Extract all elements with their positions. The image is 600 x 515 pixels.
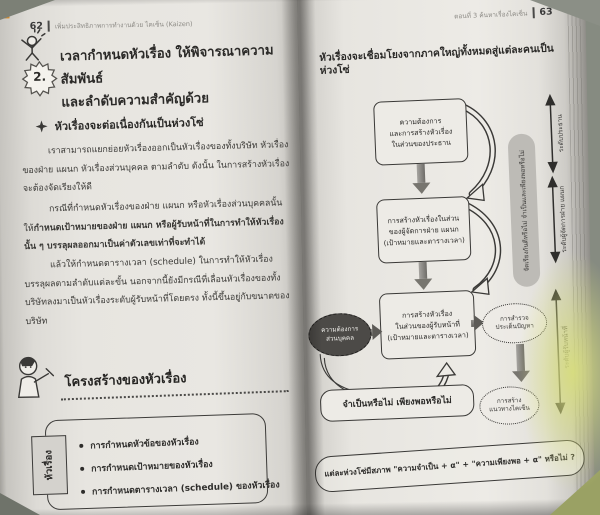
arrow-down-icon bbox=[412, 163, 431, 195]
paragraph-3: แล้วให้กำหนดตารางเวลา (schedule) ในการทำ… bbox=[24, 254, 290, 327]
left-running-header: 62 เพิ่มประสิทธิภาพการทำงานด้วย ไคเซ็น (… bbox=[30, 18, 193, 32]
section-heading-line1: เวลากำหนดหัวเรื่อง ให้พิจารณาความสัมพันธ… bbox=[59, 43, 274, 88]
ellipse-survey-text: การสำรวจ ประเด็นปัญหา bbox=[495, 314, 535, 332]
section-number: 2. bbox=[33, 69, 47, 84]
box-manager-text: การสร้างหัวเรื่องในส่วน ของผู้จัดการฝ่าย… bbox=[383, 212, 465, 247]
sparkle-icon bbox=[35, 120, 48, 133]
diagram-caption-text: แต่ละห่วงโซ่มีสภาพ "ความจำเป็น + α" + "ค… bbox=[324, 452, 576, 479]
box-president-text: ความต้องการ และการสร้างหัวเรื่อง ในส่วนข… bbox=[389, 115, 453, 149]
paragraph-1: เราสามารถแยกย่อยหัวเรื่องออกเป็นหัวเรื่อ… bbox=[22, 139, 290, 194]
pill-note-text: จัดเรียงกันดีหรือไม่ จำเป็นและเพียงพอหรื… bbox=[518, 149, 531, 272]
left-page: 62 เพิ่มประสิทธิภาพการทำงานด้วย ไคเซ็น (… bbox=[0, 0, 308, 515]
subheading-row: หัวเรื่องจะต่อเนื่องกันเป็นห่วงโซ่ bbox=[35, 113, 204, 136]
bullet-text: การกำหนดหัวข้อของหัวเรื่อง bbox=[90, 436, 199, 452]
right-page-content: ตอนที่ 3 ค้นหาเรื่องไคเซ็น 63 หัวเรื่องจ… bbox=[292, 0, 600, 515]
box-staff-topics: การสร้างหัวเรื่อง ในส่วนของผู้รับหน้าที่… bbox=[378, 289, 477, 360]
box-president-needs: ความต้องการ และการสร้างหัวเรื่อง ในส่วนข… bbox=[373, 98, 469, 166]
header-divider bbox=[47, 20, 50, 32]
bullet-text: การกำหนดเป้าหมายของหัวเรื่อง bbox=[91, 459, 213, 475]
presenter-person-icon bbox=[12, 353, 57, 406]
bullet-dot-icon bbox=[80, 489, 86, 494]
bullet-dot-icon bbox=[79, 443, 84, 448]
cheering-person-icon bbox=[14, 28, 49, 68]
structure-box-tab-label: หัวเรื่อง bbox=[43, 449, 56, 481]
subheading-text: หัวเรื่องจะต่อเนื่องกันเป็นห่วงโซ่ bbox=[54, 115, 204, 134]
starburst-badge-icon: 2. bbox=[21, 60, 58, 97]
arrow-down-icon bbox=[511, 343, 531, 383]
box-necessary-text: จำเป็นหรือไม่ เพียงพอหรือไม่ bbox=[342, 395, 452, 410]
box-staff-text: การสร้างหัวเรื่อง ในส่วนของผู้รับหน้าที่… bbox=[387, 308, 469, 342]
right-page: ตอนที่ 3 ค้นหาเรื่องไคเซ็น 63 หัวเรื่องจ… bbox=[297, 0, 596, 515]
ellipse-kaizen-text: การสร้าง แนวทางไคเซ็น bbox=[489, 396, 531, 414]
box-manager-topics: การสร้างหัวเรื่องในส่วน ของผู้จัดการฝ่าย… bbox=[376, 195, 472, 264]
left-page-content: 62 เพิ่มประสิทธิภาพการทำงานด้วย ไคเซ็น (… bbox=[2, 1, 292, 511]
box-necessary-sufficient: จำเป็นหรือไม่ เพียงพอหรือไม่ bbox=[319, 383, 475, 423]
section-heading: เวลากำหนดหัวเรื่อง ให้พิจารณาความสัมพันธ… bbox=[60, 39, 292, 115]
bullet-text: การกำหนดตารางเวลา (schedule) ของหัวเรื่อ… bbox=[91, 479, 280, 497]
paragraph-2-bold: กำหนดเป้าหมายของฝ่าย แผนก หรือผู้รับหน้า… bbox=[23, 216, 284, 252]
bullet-dot-icon bbox=[80, 466, 85, 471]
structure-bullet-list: การกำหนดหัวข้อของหัวเรื่อง การกำหนดเป้าห… bbox=[79, 427, 280, 503]
paragraph-2: กรณีที่กำหนดหัวเรื่องของฝ่าย แผนก หรือหั… bbox=[23, 194, 292, 256]
structure-box-tab: หัวเรื่อง bbox=[31, 435, 69, 496]
ellipse-personal-needs-text: ความต้องการ ส่วนบุคคล bbox=[321, 325, 359, 343]
arrow-down-icon bbox=[414, 261, 433, 291]
left-running-header-text: เพิ่มประสิทธิภาพการทำงานด้วย ไคเซ็น (Kai… bbox=[54, 19, 193, 31]
